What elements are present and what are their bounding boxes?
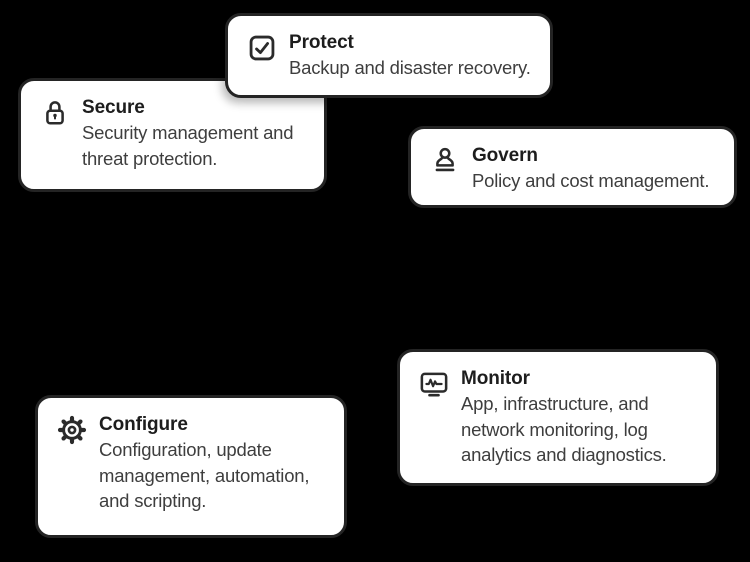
card-text-block: Govern Policy and cost management. (472, 144, 709, 194)
card-title: Monitor (461, 368, 530, 389)
card-description: App, infrastructure, and network monitor… (461, 393, 667, 465)
monitor-pulse-icon (418, 368, 450, 400)
card-title: Protect (289, 32, 354, 53)
card-text-block: Protect Backup and disaster recovery. (289, 31, 531, 81)
lock-icon (39, 97, 71, 129)
checkbox-checked-icon (246, 32, 278, 64)
card-title: Secure (82, 97, 145, 118)
gear-icon (56, 414, 88, 446)
card-configure: Configure Configuration, update manageme… (35, 395, 347, 538)
card-description: Policy and cost management. (472, 170, 710, 191)
card-title: Configure (99, 414, 188, 435)
card-text-block: Configure Configuration, update manageme… (99, 413, 310, 514)
stamp-icon (429, 145, 461, 177)
card-description: Backup and disaster recovery. (289, 57, 531, 78)
card-description: Configuration, update management, automa… (99, 439, 310, 511)
card-govern: Govern Policy and cost management. (408, 126, 737, 208)
card-description: Security management and threat protectio… (82, 122, 294, 169)
card-protect: Protect Backup and disaster recovery. (225, 13, 553, 98)
card-monitor: Monitor App, infrastructure, and network… (397, 349, 719, 486)
card-title: Govern (472, 145, 538, 166)
card-text-block: Monitor App, infrastructure, and network… (461, 367, 667, 468)
card-text-block: Secure Security management and threat pr… (82, 96, 294, 171)
